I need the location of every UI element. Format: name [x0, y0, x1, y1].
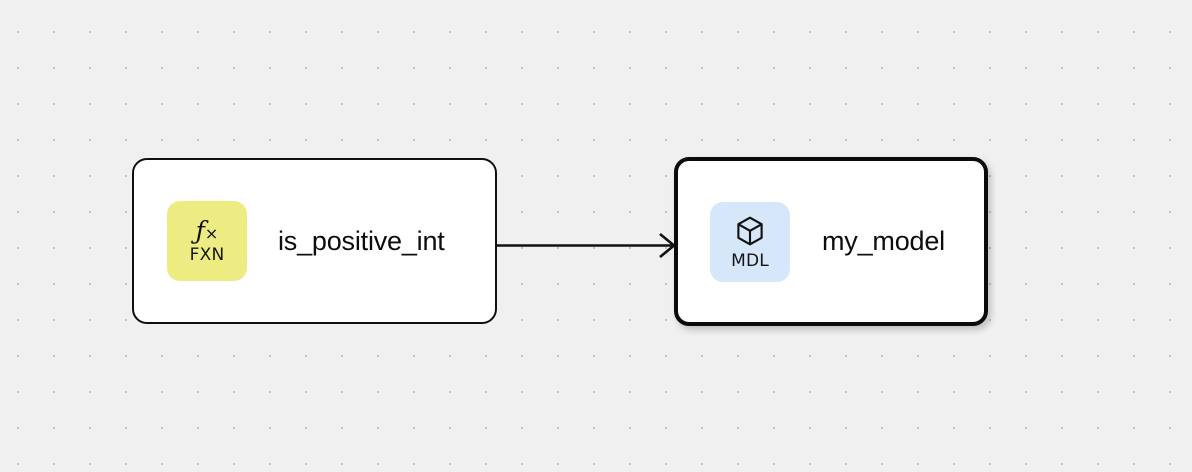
node-badge-mdl: MDL: [710, 201, 790, 282]
node-title: my_model: [822, 226, 945, 256]
node-badge-caption: FXN: [189, 245, 225, 265]
node-badge-caption: MDL: [731, 250, 769, 271]
node-title: is_positive_int: [278, 225, 445, 256]
node-my-model[interactable]: MDL my_model: [674, 157, 988, 326]
node-badge-fxn: ƒ× FXN: [167, 201, 247, 281]
edge-arrowhead-icon: [659, 232, 677, 259]
node-is-positive-int[interactable]: ƒ× FXN is_positive_int: [132, 158, 497, 324]
function-icon: ƒ×: [195, 216, 219, 245]
edge-fxn-to-mdl[interactable]: [497, 232, 677, 259]
cube-icon: [737, 216, 763, 245]
